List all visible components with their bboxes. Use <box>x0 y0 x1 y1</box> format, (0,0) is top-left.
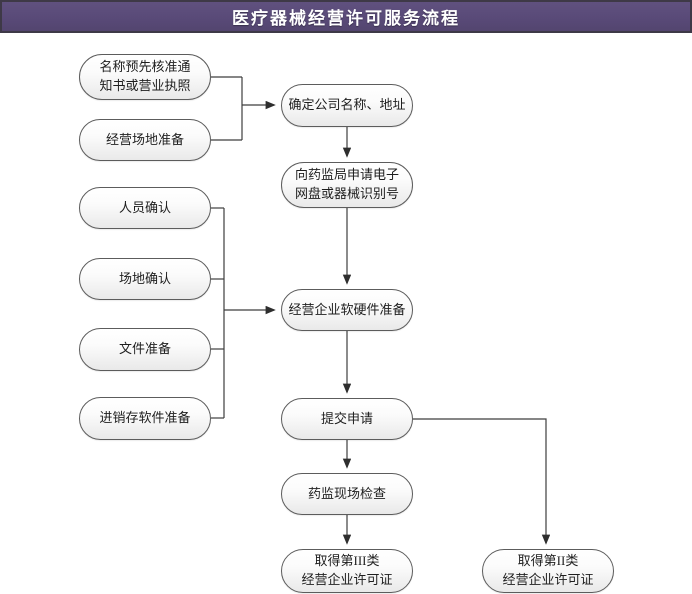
node-label: 向药监局申请电子 <box>294 167 399 183</box>
node-site-confirm: 场地确认 <box>79 258 211 300</box>
node-label: 取得第II类 <box>517 553 579 569</box>
node-inventory-software-prep: 进销存软件准备 <box>79 397 211 440</box>
node-label: 知书或营业执照 <box>99 78 191 93</box>
node-label: 网盘或器械识别号 <box>294 186 399 201</box>
node-label: 进销存软件准备 <box>99 410 191 426</box>
node-label: 提交申请 <box>320 410 373 426</box>
node-label: 药监现场检查 <box>307 485 386 501</box>
node-class2-license: 取得第II类 经营企业许可证 <box>482 549 614 593</box>
node-company-name-address: 确定公司名称、地址 <box>281 84 413 127</box>
node-apply-device-id: 向药监局申请电子 网盘或器械识别号 <box>281 162 413 208</box>
connector-submit-to-class2 <box>413 418 551 545</box>
title-banner: 医疗器械经营许可服务流程 <box>0 0 692 33</box>
node-label: 确定公司名称、地址 <box>288 97 406 113</box>
node-label: 经营企业许可证 <box>301 572 393 587</box>
node-document-prep: 文件准备 <box>79 328 211 371</box>
node-premises-prep: 经营场地准备 <box>79 119 211 161</box>
node-label: 经营场地准备 <box>105 131 184 147</box>
node-label: 文件准备 <box>118 341 171 357</box>
node-class3-license: 取得第III类 经营企业许可证 <box>281 549 413 593</box>
node-onsite-inspection: 药监现场检查 <box>281 473 413 515</box>
page-title: 医疗器械经营许可服务流程 <box>232 9 460 28</box>
node-label: 场地确认 <box>118 270 171 286</box>
node-software-hardware-prep: 经营企业软硬件准备 <box>281 289 413 331</box>
node-label: 人员确认 <box>118 199 171 215</box>
node-label: 经营企业许可证 <box>502 572 594 587</box>
node-name-preapproval: 名称预先核准通 知书或营业执照 <box>79 54 211 100</box>
node-label: 名称预先核准通 <box>99 59 191 75</box>
node-label: 取得第III类 <box>314 553 380 569</box>
node-personnel-confirm: 人员确认 <box>79 187 211 229</box>
node-label: 经营企业软硬件准备 <box>288 301 406 317</box>
node-submit-application: 提交申请 <box>281 398 413 440</box>
